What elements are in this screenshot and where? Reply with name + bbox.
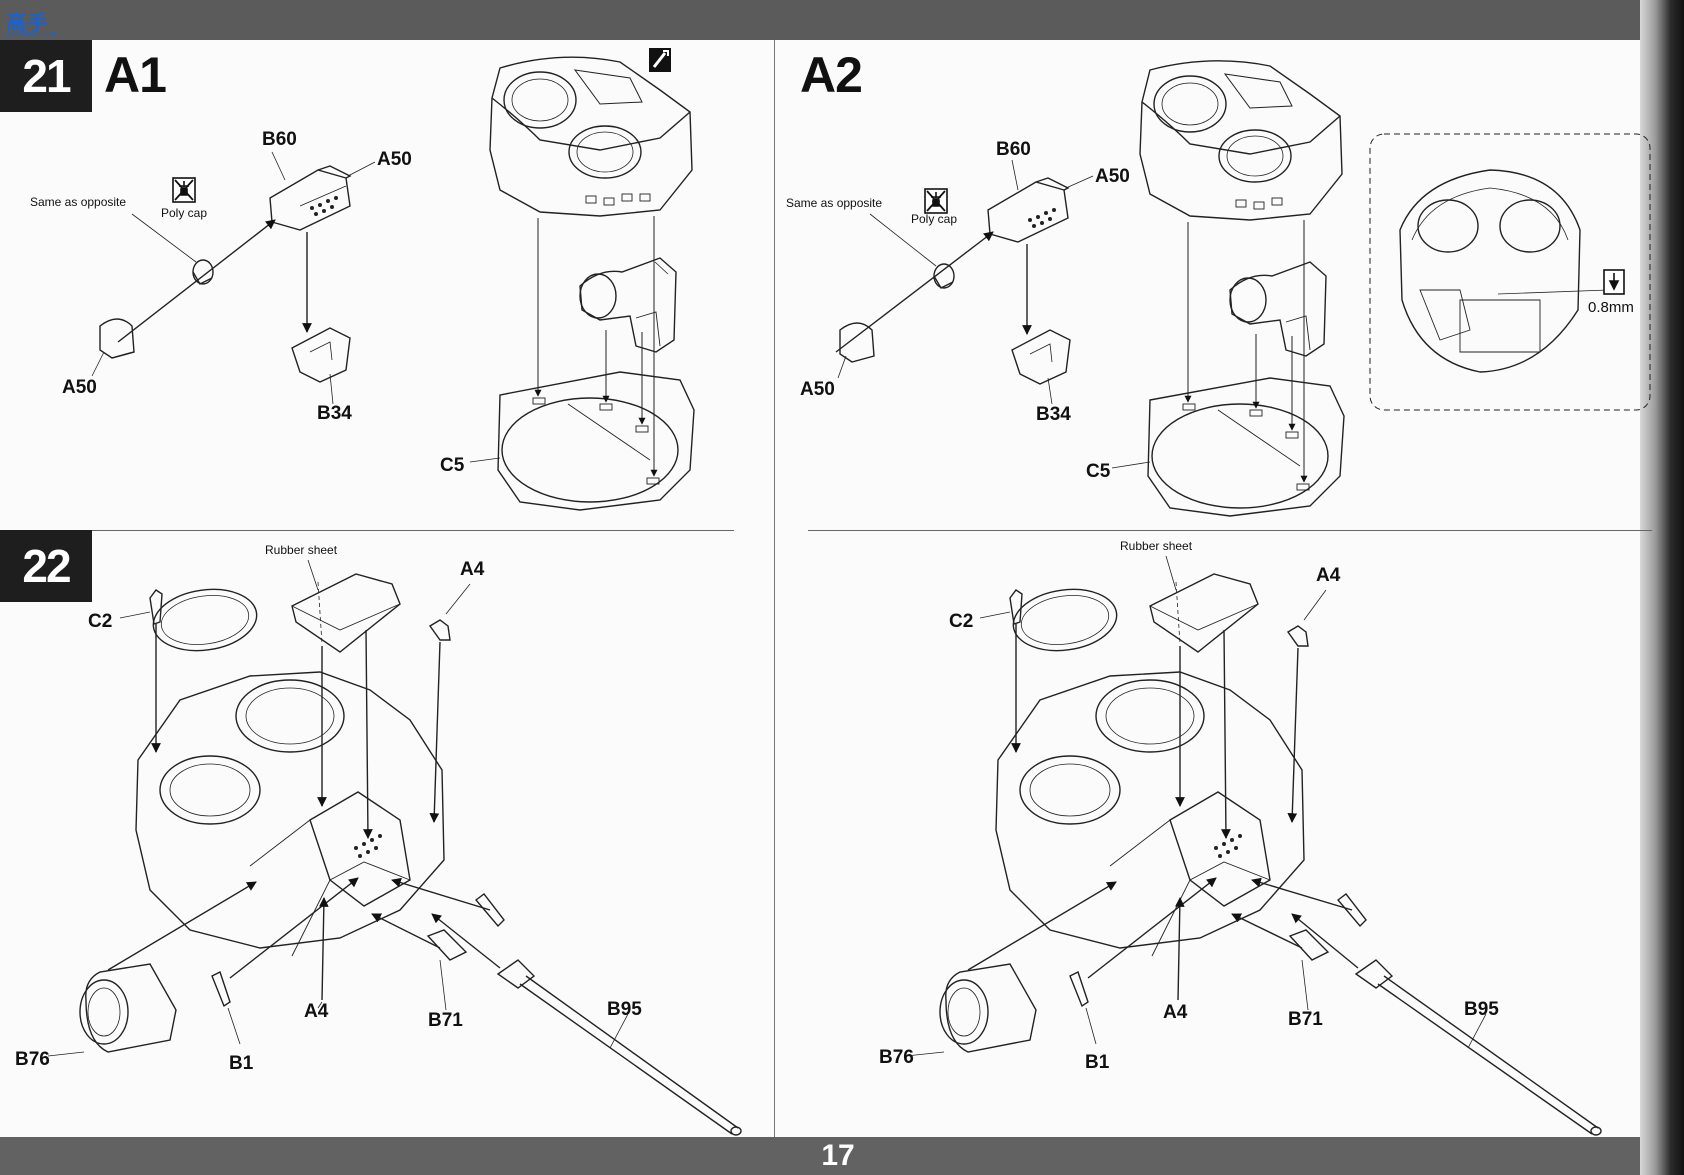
note-rubber-sheet: Rubber sheet	[1120, 539, 1193, 553]
page-number: 17	[821, 1139, 855, 1172]
note-same-as-opposite: Same as opposite	[30, 195, 127, 209]
part-label-b60: B60	[996, 139, 1031, 160]
a2-gun-mount	[1229, 261, 1327, 357]
part-label-a50: A50	[62, 377, 97, 398]
poly-cap-no-glue-icon	[172, 177, 196, 203]
a1-turret-top	[489, 56, 693, 217]
part-label-b60: B60	[262, 129, 297, 150]
vertical-divider	[774, 40, 775, 1137]
s22-left-a4-top	[428, 583, 471, 823]
variant-label-a1: A1	[104, 47, 167, 103]
part-label-a50: A50	[1095, 166, 1130, 187]
part-label-c5: C5	[440, 455, 465, 476]
step-number-21: 21	[0, 40, 92, 112]
drill-hole-icon	[1603, 269, 1625, 295]
s22-left-hatch-c2	[119, 588, 258, 753]
page-edge-shadow	[1640, 0, 1684, 1175]
part-label-b1: B1	[229, 1053, 254, 1074]
a1-drop-arrows	[469, 216, 658, 477]
part-label-b1: B1	[1085, 1052, 1110, 1073]
note-poly-cap: Poly cap	[911, 212, 958, 226]
part-label-c2: C2	[949, 611, 974, 632]
a2-drop-arrows	[1111, 220, 1308, 483]
a2-mantlet-assembly	[835, 159, 1094, 405]
part-label-b95: B95	[607, 999, 642, 1020]
part-label-b71: B71	[428, 1010, 463, 1031]
part-label-b34: B34	[1036, 404, 1071, 425]
a2-detail-inset	[1369, 133, 1651, 411]
a1-gun-mount	[579, 257, 677, 353]
watermark-subtext: gao-shou.com	[6, 29, 56, 37]
part-label-a4: A4	[304, 1001, 329, 1022]
s22-right-a4-top	[1286, 589, 1327, 823]
a2-turret-top	[1139, 60, 1343, 221]
step-number-22: 22	[0, 530, 92, 602]
s22-right-parts-bottom	[905, 877, 1602, 1136]
top-bar	[0, 0, 1684, 40]
part-label-b76: B76	[15, 1049, 50, 1070]
variant-label-a2: A2	[800, 47, 863, 103]
part-label-c5: C5	[1086, 461, 1111, 482]
part-label-c2: C2	[88, 611, 113, 632]
s22-left-parts-bottom	[47, 877, 742, 1136]
horizontal-divider-right	[808, 530, 1652, 531]
drill-size-label: 0.8mm	[1588, 299, 1634, 316]
s22-right-turret	[995, 671, 1305, 957]
part-label-b71: B71	[1288, 1009, 1323, 1030]
part-label-a4: A4	[460, 559, 485, 580]
note-poly-cap: Poly cap	[161, 206, 208, 220]
poly-cap-no-glue-icon	[924, 188, 948, 214]
part-label-a4: A4	[1163, 1002, 1188, 1023]
a1-mantlet-assembly	[91, 151, 376, 405]
a2-turret-ring	[1147, 377, 1345, 517]
cement-icon	[649, 48, 671, 72]
a1-turret-ring	[497, 371, 695, 511]
part-label-b76: B76	[879, 1047, 914, 1068]
bottom-bar	[0, 1137, 1684, 1175]
s22-right-hatch-c2	[979, 588, 1118, 753]
note-rubber-sheet: Rubber sheet	[265, 543, 338, 557]
part-label-b34: B34	[317, 403, 352, 424]
note-same-as-opposite: Same as opposite	[786, 196, 883, 210]
part-label-b95: B95	[1464, 999, 1499, 1020]
part-label-a4: A4	[1316, 565, 1341, 586]
s22-right-rubber-sheet	[1149, 555, 1259, 839]
s22-left-rubber-sheet	[291, 559, 401, 839]
horizontal-divider-left	[0, 530, 734, 531]
part-label-a50: A50	[800, 379, 835, 400]
part-label-a50: A50	[377, 149, 412, 170]
s22-left-turret	[135, 671, 445, 957]
